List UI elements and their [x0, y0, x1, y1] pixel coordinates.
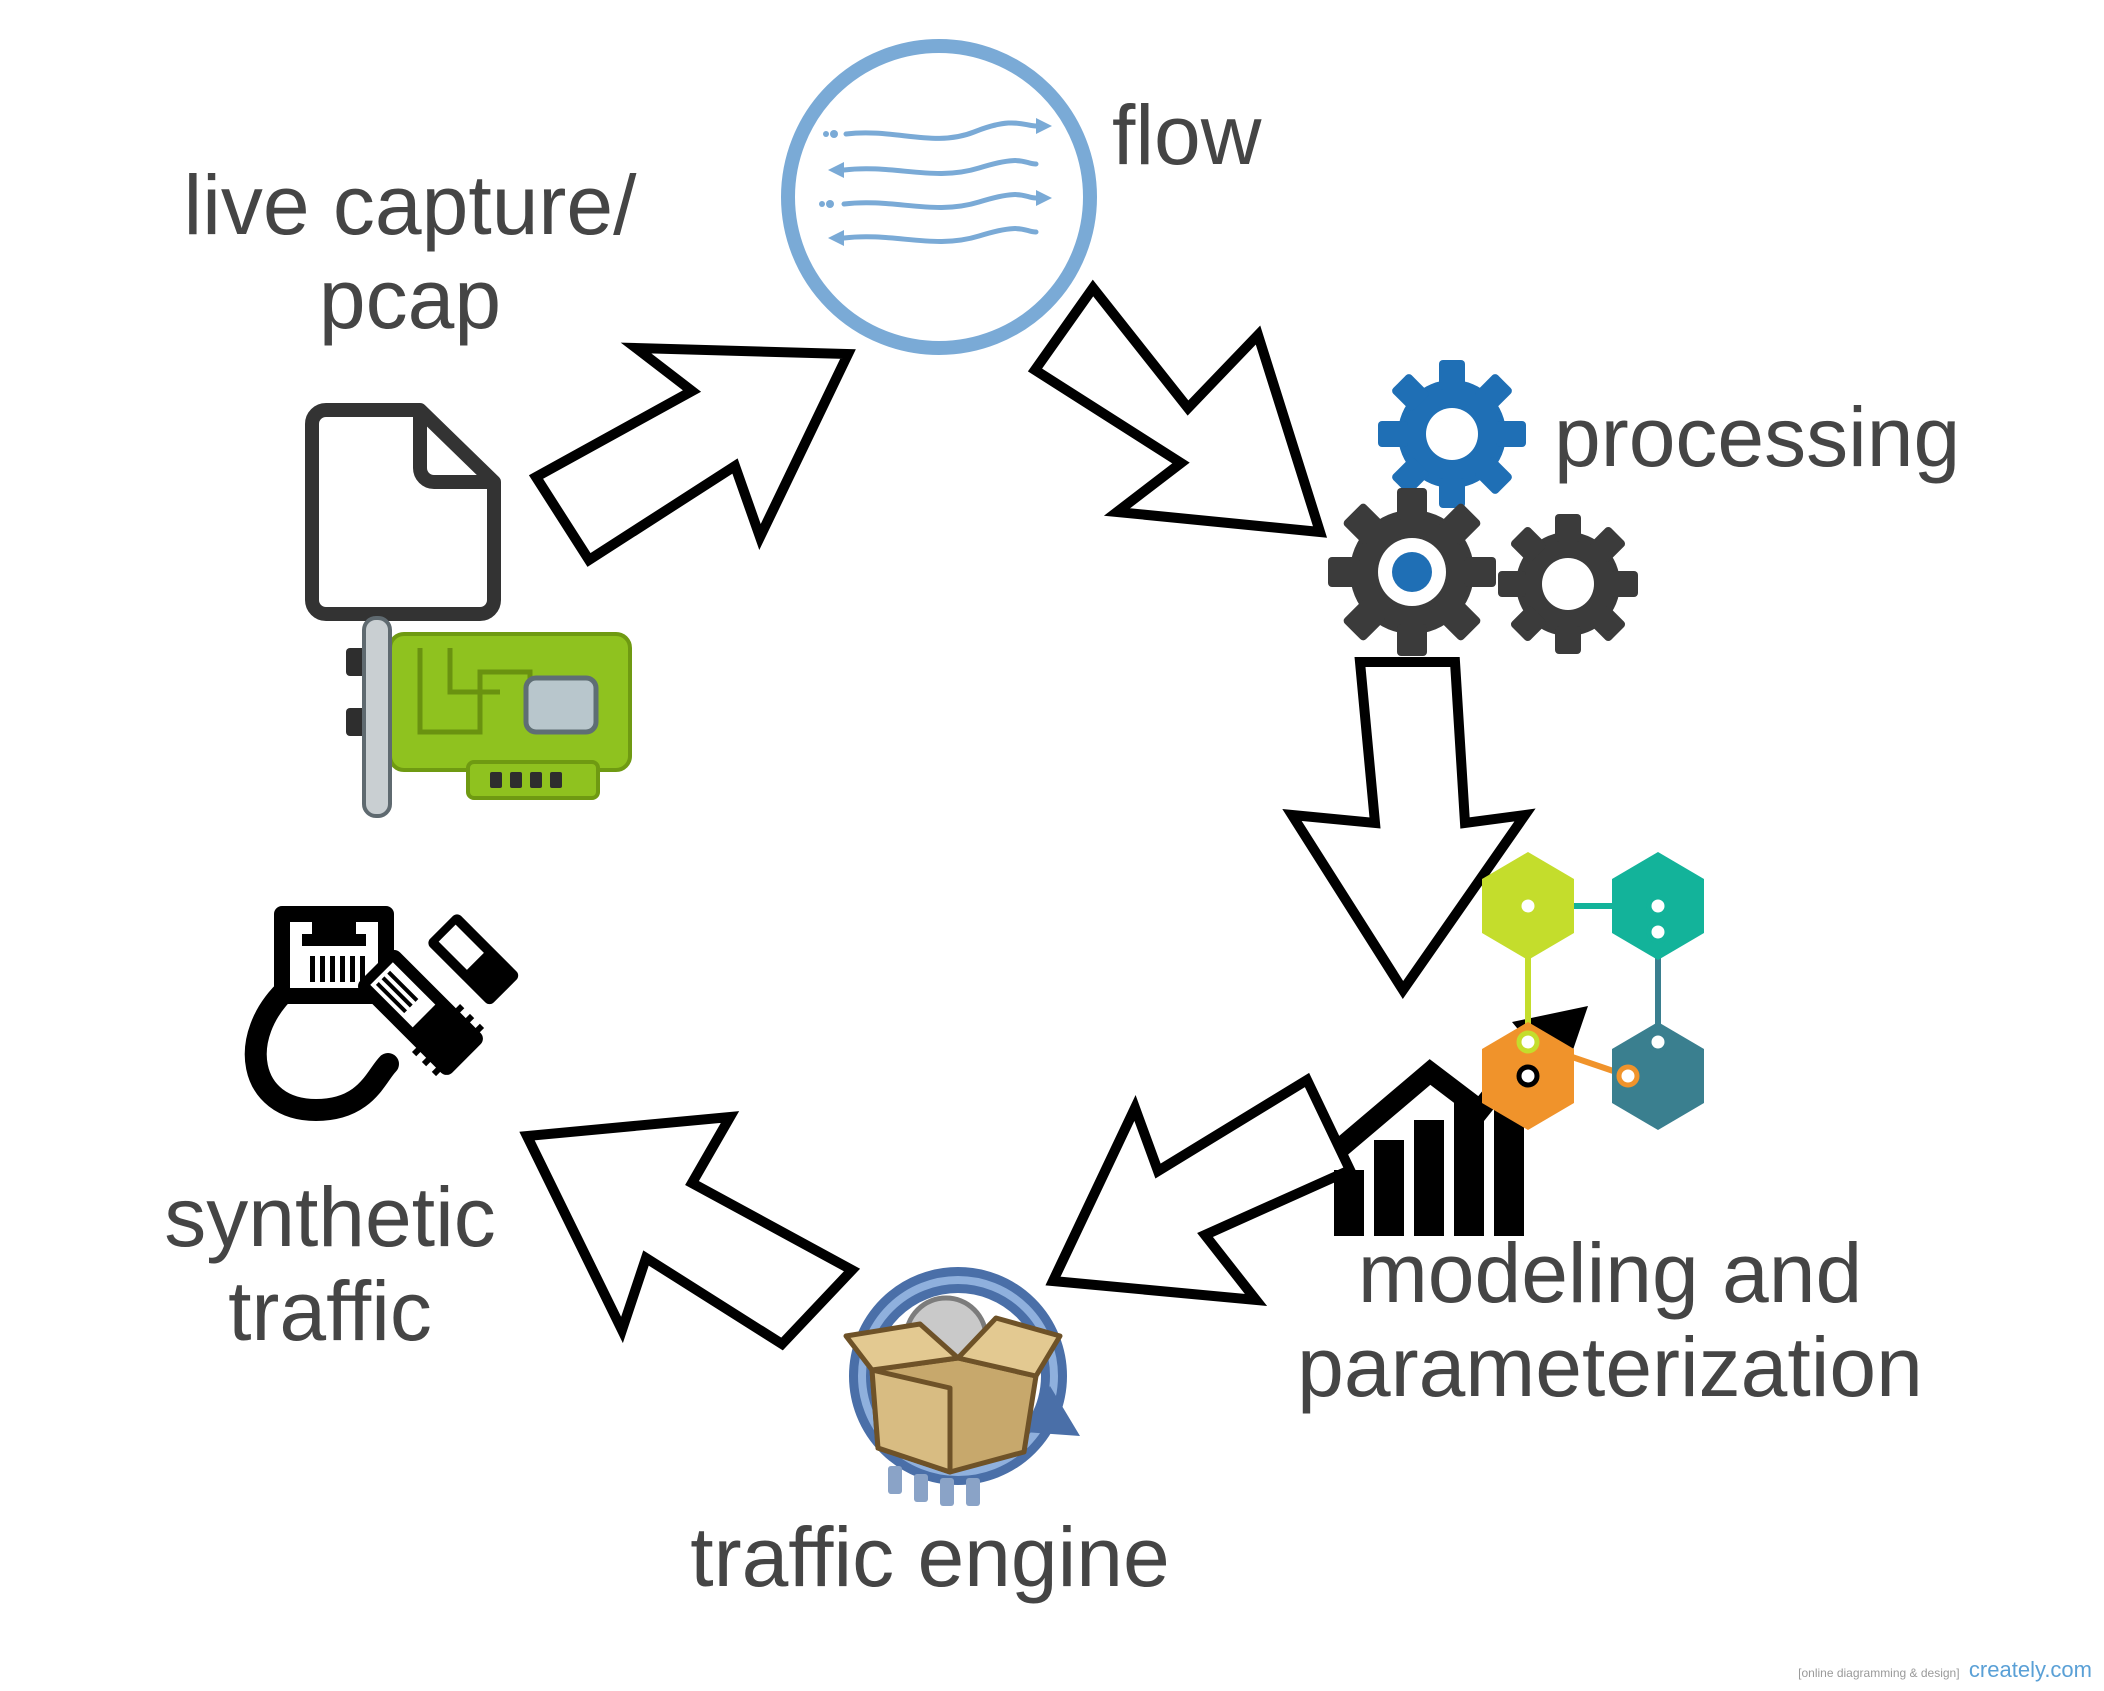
modeling-label-line1: modeling and [1357, 1226, 1863, 1320]
document-icon [305, 403, 501, 621]
watermark-text: [online diagramming & design] [1798, 1666, 1960, 1680]
watermark: [online diagramming & design] creately.c… [1798, 1657, 2092, 1683]
ethernet-cable-icon [244, 906, 519, 1122]
arrow-engine-to-synthetic [519, 1111, 861, 1351]
flow-circle-icon [781, 39, 1097, 355]
modeling-label-line2: parameterization [1297, 1320, 1923, 1415]
capture-label: live capture/ pcap [140, 158, 680, 346]
synthetic-label-line2: traffic [228, 1264, 432, 1359]
engine-label: traffic engine [690, 1510, 1170, 1604]
arrow-processing-to-modeling [1282, 657, 1536, 1000]
capture-label-line1: live capture/ [183, 158, 637, 252]
network-card-icon [346, 616, 632, 818]
arrow-capture-to-flow [528, 342, 856, 567]
gears-icon [1328, 360, 1638, 656]
synthetic-label-line1: synthetic [164, 1170, 496, 1264]
arrow-flow-to-processing [1027, 279, 1328, 538]
processing-label: processing [1554, 390, 1961, 484]
capture-label-line2: pcap [318, 252, 502, 347]
modeling-label: modeling and parameterization [1240, 1226, 1980, 1414]
synthetic-label: synthetic traffic [110, 1170, 550, 1358]
arrow-modeling-to-engine [1045, 1072, 1357, 1307]
hexagon-network-icon [1482, 852, 1704, 1130]
flow-label: flow [1112, 88, 1262, 182]
watermark-brand: creately.com [1968, 1657, 2092, 1682]
package-refresh-icon [843, 1267, 1080, 1506]
